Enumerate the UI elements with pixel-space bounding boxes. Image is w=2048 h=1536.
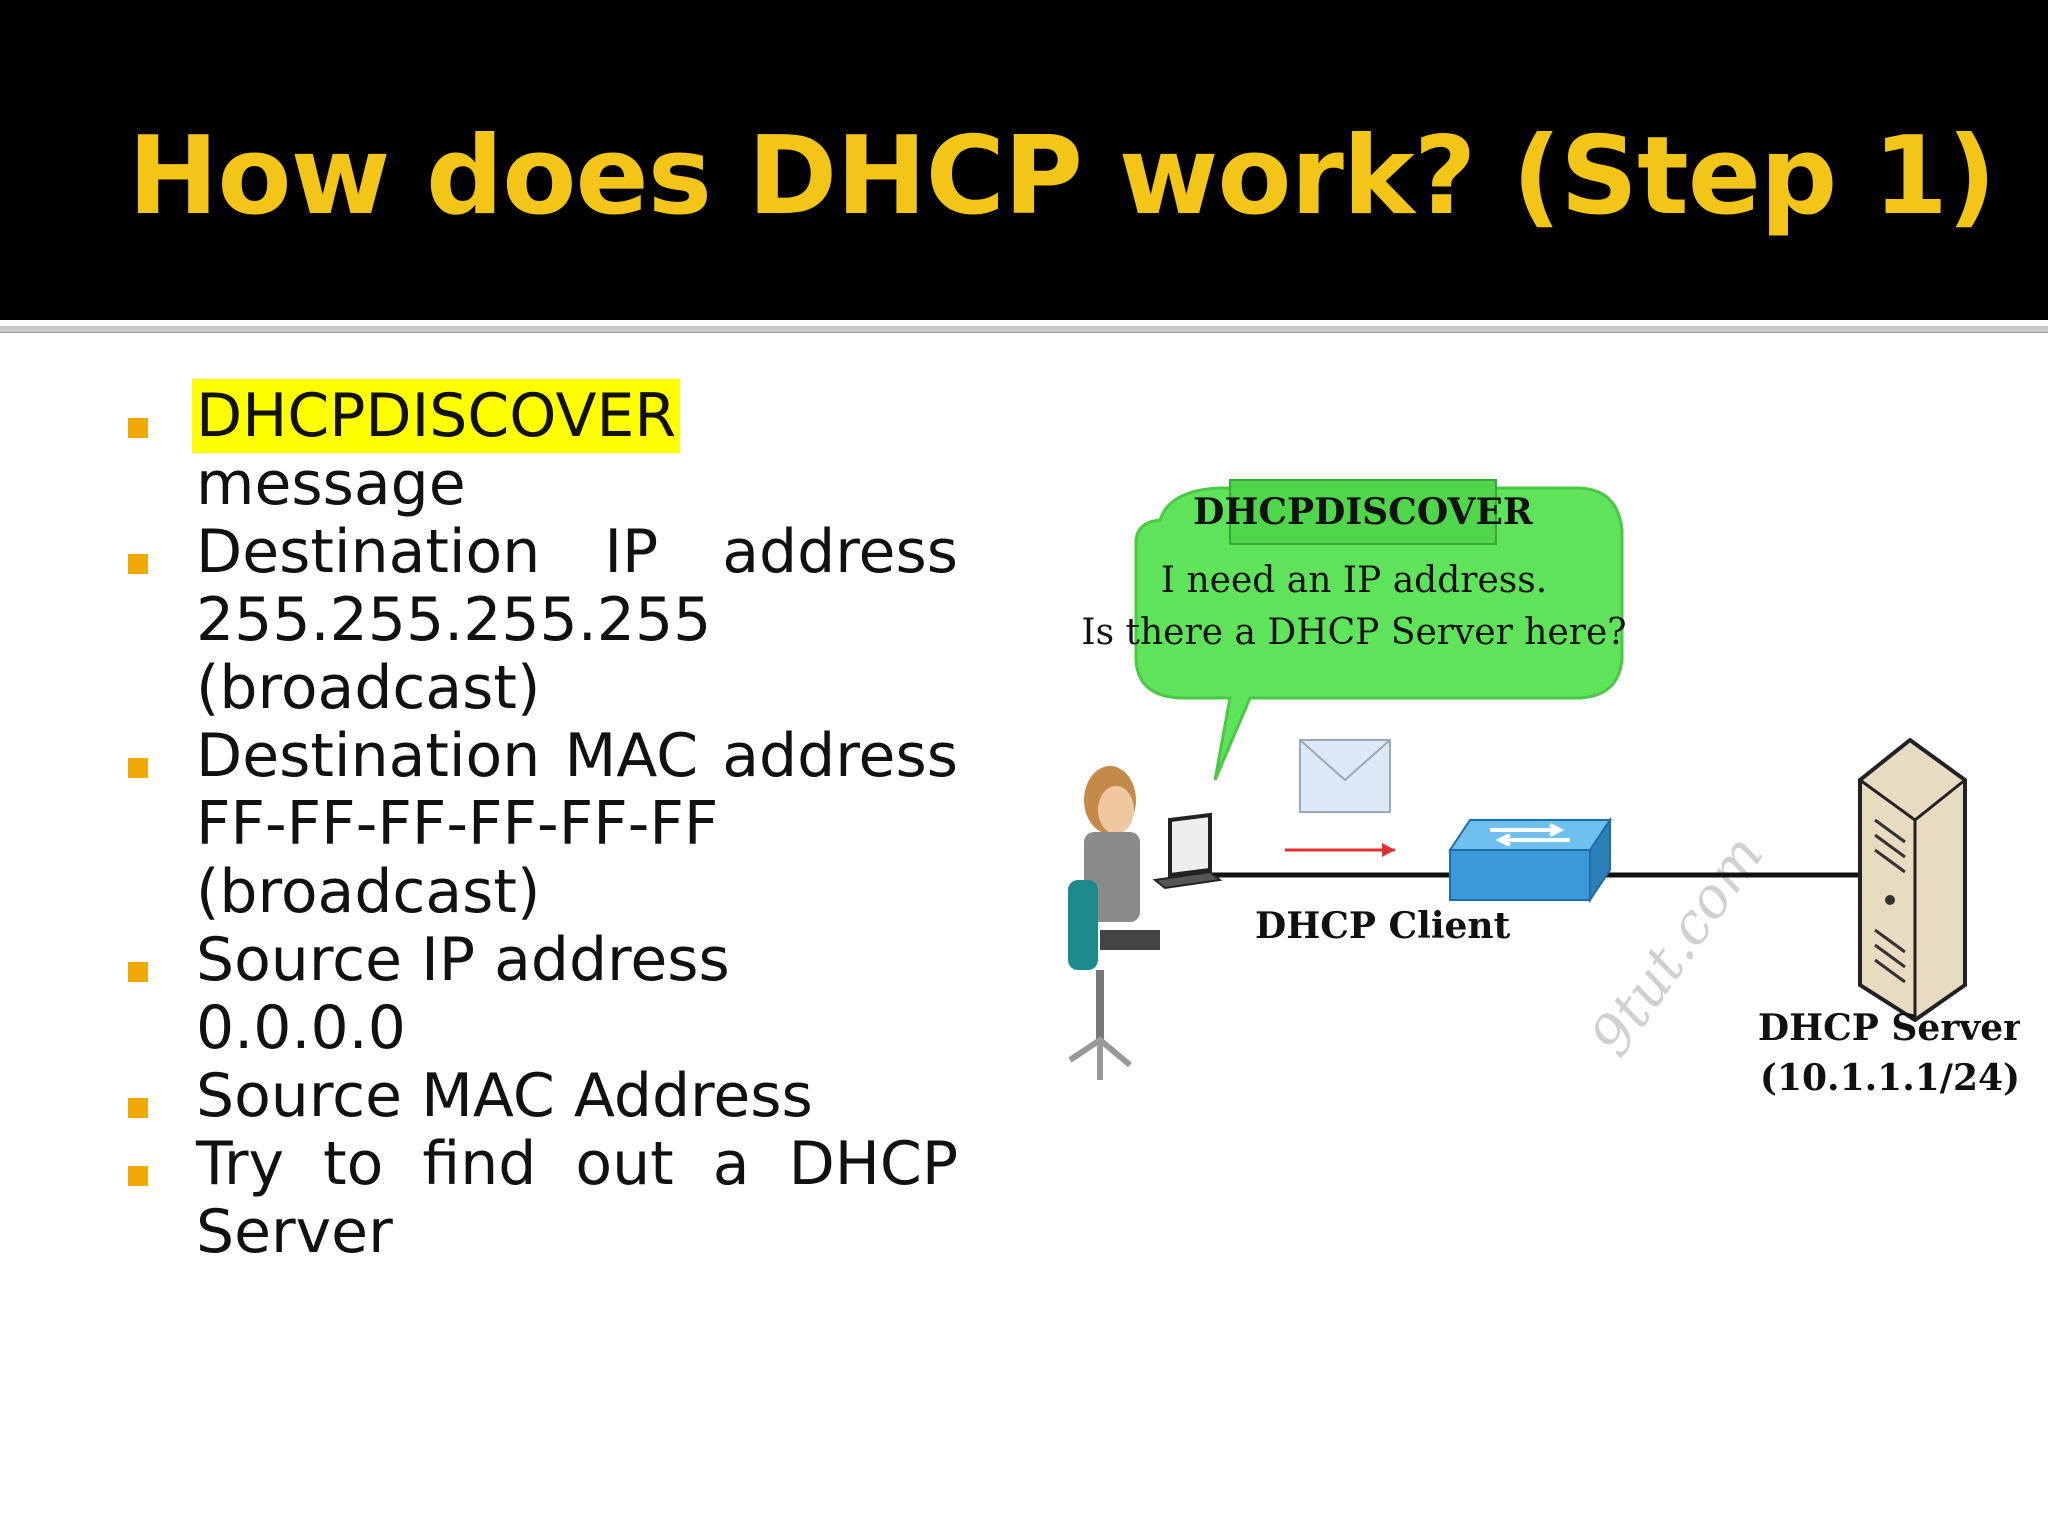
square-bullet-icon bbox=[128, 418, 148, 438]
bullet-item: Source MAC Address bbox=[126, 1062, 958, 1130]
square-bullet-icon bbox=[128, 962, 148, 982]
bullet-text: Source IP address 0.0.0.0 bbox=[196, 925, 730, 1063]
bullet-text: message bbox=[196, 449, 466, 519]
highlighted-term: DHCPDISCOVER bbox=[192, 379, 681, 453]
bullet-text: Destination IP address 255.255.255.255 (… bbox=[196, 517, 958, 723]
server-ip: (10.1.1.1/24) bbox=[1760, 1057, 2020, 1099]
bullet-list: DHCPDISCOVER message Destination IP addr… bbox=[126, 379, 958, 1266]
switch-icon bbox=[1448, 816, 1612, 904]
square-bullet-icon bbox=[128, 758, 148, 778]
square-bullet-icon bbox=[128, 1166, 148, 1186]
bullet-item: Destination MAC address FF-FF-FF-FF-FF-F… bbox=[126, 722, 958, 926]
slide-title: How does DHCP work? (Step 1) bbox=[128, 114, 1996, 239]
bullet-item: Source IP address 0.0.0.0 bbox=[126, 926, 958, 1062]
dhcp-diagram: 9tut.com DHCPDISCOVER I need an IP addre… bbox=[1068, 479, 2020, 1099]
bullet-text: Destination MAC address FF-FF-FF-FF-FF-F… bbox=[196, 721, 958, 927]
server-icon bbox=[1858, 737, 1967, 1023]
client-person-icon bbox=[1068, 766, 1160, 1080]
bullet-item: DHCPDISCOVER message bbox=[126, 379, 958, 519]
square-bullet-icon bbox=[128, 1098, 148, 1118]
bubble-line-1: I need an IP address. bbox=[1161, 560, 1547, 601]
client-label: DHCP Client bbox=[1255, 905, 1511, 947]
server-label: DHCP Server bbox=[1758, 1007, 2020, 1049]
bubble-header: DHCPDISCOVER bbox=[1193, 491, 1534, 533]
title-bar: How does DHCP work? (Step 1) bbox=[0, 0, 2048, 320]
bullet-text: Source MAC Address bbox=[196, 1061, 813, 1131]
bullet-item: Try to find out a DHCP Server bbox=[126, 1130, 958, 1266]
bullet-text: Try to find out a DHCP Server bbox=[196, 1129, 958, 1267]
bubble-header-box bbox=[1229, 479, 1497, 545]
bullet-item: Destination IP address 255.255.255.255 (… bbox=[126, 518, 958, 722]
title-divider bbox=[0, 326, 2048, 333]
bubble-line-2: Is there a DHCP Server here? bbox=[1081, 612, 1626, 653]
speech-bubble: DHCPDISCOVER I need an IP address. Is th… bbox=[1081, 479, 1627, 781]
square-bullet-icon bbox=[128, 554, 148, 574]
laptop-icon bbox=[1152, 812, 1223, 890]
packet-icon bbox=[1285, 739, 1395, 857]
